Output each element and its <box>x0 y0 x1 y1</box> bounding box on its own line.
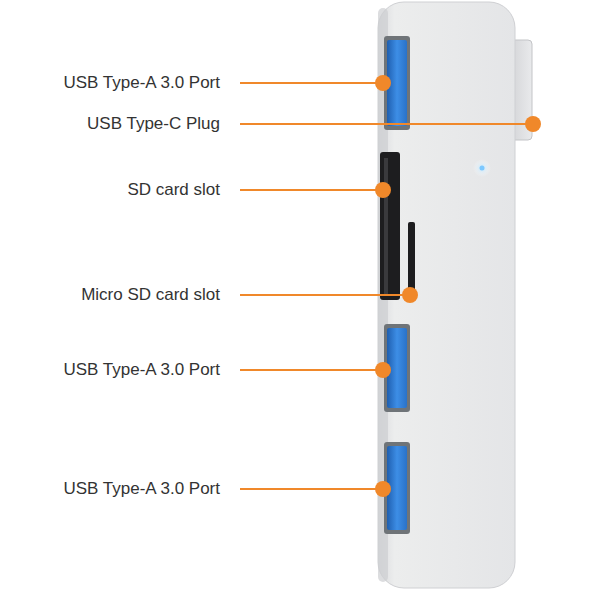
led <box>480 166 485 171</box>
part-label: USB Type-A 3.0 Port <box>61 73 222 93</box>
sd-slot-inner <box>384 158 388 294</box>
part-label: Micro SD card slot <box>79 285 222 305</box>
part-label: USB Type-A 3.0 Port <box>61 360 222 380</box>
part-label: USB Type-A 3.0 Port <box>61 479 222 499</box>
led-glow <box>473 159 491 177</box>
leader-dots <box>375 75 541 497</box>
part-label: SD card slot <box>125 180 222 200</box>
sd-slot <box>380 152 400 300</box>
part-label: USB Type-C Plug <box>85 114 222 134</box>
leader-lines <box>240 83 533 489</box>
